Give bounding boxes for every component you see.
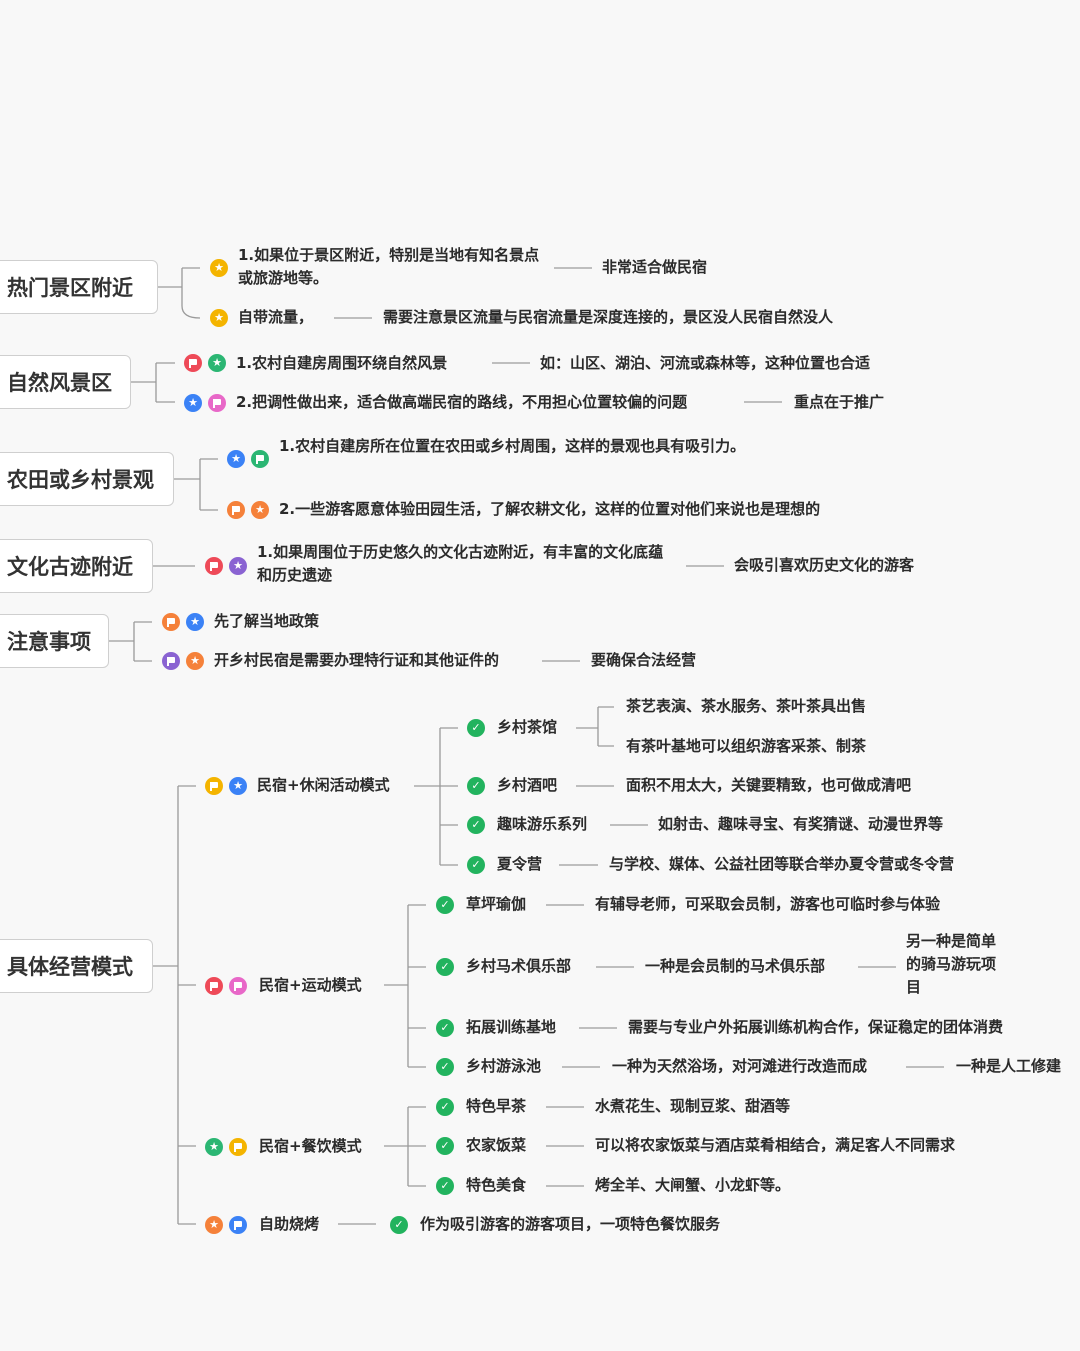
sub-note: 需要与专业户外拓展训练机构合作，保证稳定的团体消费	[628, 1018, 1004, 1036]
check-icon: ✓	[467, 856, 485, 874]
sub-note: 茶艺表演、茶水服务、茶叶茶具出售	[626, 697, 867, 715]
flag-green-icon	[251, 450, 269, 468]
sub-note: 面积不用太大，关键要精致，也可做成清吧	[626, 776, 912, 794]
sub-note: 可以将农家饭菜与酒店菜肴相结合，满足客人不同需求	[595, 1136, 956, 1154]
star-blue-icon: ★	[227, 450, 245, 468]
check-icon: ✓	[436, 958, 454, 976]
check-icon: ✓	[436, 896, 454, 914]
star-green-icon: ★	[208, 354, 226, 372]
topic-business-modes[interactable]: 具体经营模式	[0, 939, 153, 993]
topic-label: 农田或乡村景观	[7, 468, 154, 492]
node-text: 自带流量，	[238, 308, 314, 326]
sub-note: 烤全羊、大闸蟹、小龙虾等。	[595, 1176, 791, 1194]
node-text: 开乡村民宿是需要办理特行证和其他证件的	[214, 651, 500, 669]
sub-note: 一种为天然浴场，对河滩进行改造而成	[612, 1057, 868, 1075]
flag-orange-icon	[227, 501, 245, 519]
star-purple-icon: ★	[229, 557, 247, 575]
sub-label: 乡村酒吧	[497, 776, 558, 794]
topic-label: 注意事项	[7, 630, 91, 654]
node-note: 会吸引喜欢历史文化的游客	[734, 556, 915, 574]
mode-label: 民宿+休闲活动模式	[257, 776, 390, 794]
check-icon: ✓	[467, 719, 485, 737]
mode-label: 自助烧烤	[259, 1215, 320, 1233]
star-orange-icon: ★	[251, 501, 269, 519]
sub-note: 一种是会员制的马术俱乐部	[645, 957, 826, 975]
node-text: 1.如果位于景区附近，特别是当地有知名景点或旅游地等。	[238, 246, 540, 287]
sub-note: 有辅导老师，可采取会员制，游客也可临时参与体验	[595, 895, 941, 913]
node-text: 1.农村自建房所在位置在农田或乡村周围，这样的景观也具有吸引力。	[279, 437, 746, 455]
star-yellow-icon: ★	[210, 309, 228, 327]
check-icon: ✓	[390, 1216, 408, 1234]
flag-red-icon	[205, 977, 223, 995]
sub-label: 夏令营	[497, 855, 543, 873]
node-text: 2.一些游客愿意体验田园生活，了解农耕文化，这样的位置对他们来说也是理想的	[279, 500, 821, 518]
topic-notes[interactable]: 注意事项	[0, 614, 109, 668]
sub-label: 趣味游乐系列	[497, 815, 588, 833]
sub-label: 乡村游泳池	[466, 1057, 542, 1075]
sub-note: 水煮花生、现制豆浆、甜酒等	[595, 1097, 791, 1115]
star-yellow-icon: ★	[210, 259, 228, 277]
check-icon: ✓	[436, 1058, 454, 1076]
topic-label: 文化古迹附近	[7, 555, 133, 579]
sub-extra: 另一种是简单的骑马游玩项目	[906, 932, 997, 996]
flag-red-icon	[184, 354, 202, 372]
star-orange-icon: ★	[186, 652, 204, 670]
flag-orange-icon	[162, 613, 180, 631]
node-text: 1.农村自建房周围环绕自然风景	[236, 354, 448, 372]
node-text: 1.如果周围位于历史悠久的文化古迹附近，有丰富的文化底蕴和历史遗迹	[257, 543, 664, 584]
sub-note: 与学校、媒体、公益社团等联合举办夏令营或冬令营	[609, 855, 955, 873]
sub-note: 有茶叶基地可以组织游客采茶、制茶	[626, 737, 867, 755]
sub-label: 特色早茶	[466, 1097, 527, 1115]
flag-purple-icon	[162, 652, 180, 670]
sub-extra: 一种是人工修建	[956, 1057, 1062, 1075]
topic-label: 热门景区附近	[7, 276, 133, 300]
flag-yellow-icon	[229, 1138, 247, 1156]
node-note: 如：山区、湖泊、河流或森林等，这种位置也合适	[540, 354, 871, 372]
topic-natural-scenic[interactable]: 自然风景区	[0, 355, 131, 409]
node-note: 重点在于推广	[794, 393, 885, 411]
sub-label: 草坪瑜伽	[466, 895, 527, 913]
topic-heritage[interactable]: 文化古迹附近	[0, 539, 153, 593]
topic-label: 自然风景区	[7, 371, 112, 395]
check-icon: ✓	[436, 1019, 454, 1037]
node-note: 要确保合法经营	[591, 651, 697, 669]
check-icon: ✓	[436, 1177, 454, 1195]
node-note: 需要注意景区流量与民宿流量是深度连接的，景区没人民宿自然没人	[383, 308, 834, 326]
flag-blue-icon	[229, 1216, 247, 1234]
mode-label: 民宿+运动模式	[259, 976, 362, 994]
check-icon: ✓	[467, 816, 485, 834]
topic-farmland[interactable]: 农田或乡村景观	[0, 452, 174, 506]
star-orange-icon: ★	[205, 1216, 223, 1234]
flag-pink-icon	[229, 977, 247, 995]
node-note: 非常适合做民宿	[602, 258, 708, 276]
sub-note: 如射击、趣味寻宝、有奖猜谜、动漫世界等	[658, 815, 944, 833]
node-text: 2.把调性做出来，适合做高端民宿的路线，不用担心位置较偏的问题	[236, 393, 688, 411]
star-blue-icon: ★	[186, 613, 204, 631]
sub-label: 作为吸引游客的游客项目，一项特色餐饮服务	[420, 1215, 721, 1233]
topic-hot-scenic[interactable]: 热门景区附近	[0, 260, 158, 314]
sub-label: 农家饭菜	[466, 1136, 527, 1154]
flag-red-icon	[205, 557, 223, 575]
mode-label: 民宿+餐饮模式	[259, 1137, 362, 1155]
sub-label: 乡村马术俱乐部	[466, 957, 572, 975]
sub-label: 特色美食	[466, 1176, 527, 1194]
star-blue-icon: ★	[184, 394, 202, 412]
star-blue-icon: ★	[229, 777, 247, 795]
topic-label: 具体经营模式	[7, 955, 133, 979]
flag-yellow-icon	[205, 777, 223, 795]
node-text: 先了解当地政策	[214, 612, 320, 630]
check-icon: ✓	[436, 1098, 454, 1116]
check-icon: ✓	[467, 777, 485, 795]
sub-label: 拓展训练基地	[466, 1018, 557, 1036]
flag-pink-icon	[208, 394, 226, 412]
check-icon: ✓	[436, 1137, 454, 1155]
sub-label: 乡村茶馆	[497, 718, 558, 736]
star-green-icon: ★	[205, 1138, 223, 1156]
